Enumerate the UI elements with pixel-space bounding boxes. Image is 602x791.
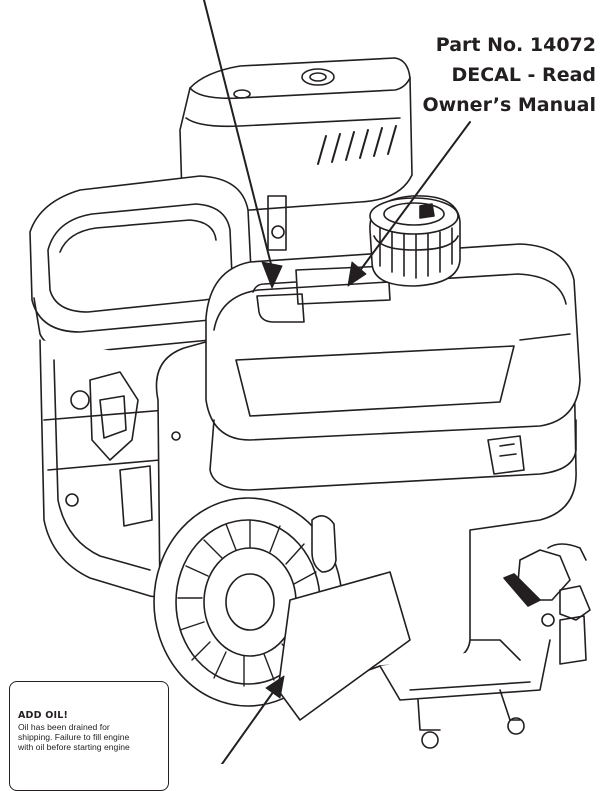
leader-line-part xyxy=(355,121,471,277)
manual-label: Owner’s Manual xyxy=(422,94,596,116)
decal-callout: Part No. 14072 DECAL - Read Owner’s Manu… xyxy=(386,30,596,120)
engine-block xyxy=(39,339,177,598)
part-number-label: Part No. 14072 xyxy=(435,34,596,56)
add-oil-body: Oil has been drained for shipping. Failu… xyxy=(18,722,162,752)
fuel-tank xyxy=(205,243,581,491)
leader-line-top xyxy=(203,0,275,277)
decal-label: DECAL - Read xyxy=(451,64,596,86)
muffler xyxy=(179,57,413,251)
engine-diagram: Part No. 14072 DECAL - Read Owner’s Manu… xyxy=(9,0,596,791)
add-oil-title: ADD OIL! xyxy=(18,710,69,721)
add-oil-body-line-1: Oil has been drained for xyxy=(18,722,110,732)
engine-illustration xyxy=(29,0,591,765)
gas-cap xyxy=(369,195,461,287)
recoil-starter xyxy=(153,497,411,721)
add-oil-body-line-2: shipping. Failure to fill engine xyxy=(18,732,130,742)
base xyxy=(379,639,551,749)
controls xyxy=(487,435,591,665)
leader-line-tag xyxy=(221,687,277,765)
leader-lines xyxy=(203,0,471,765)
add-oil-body-line-3: with oil before starting engine xyxy=(18,742,130,752)
add-oil-tag: ADD OIL! Oil has been drained for shippi… xyxy=(9,681,169,791)
